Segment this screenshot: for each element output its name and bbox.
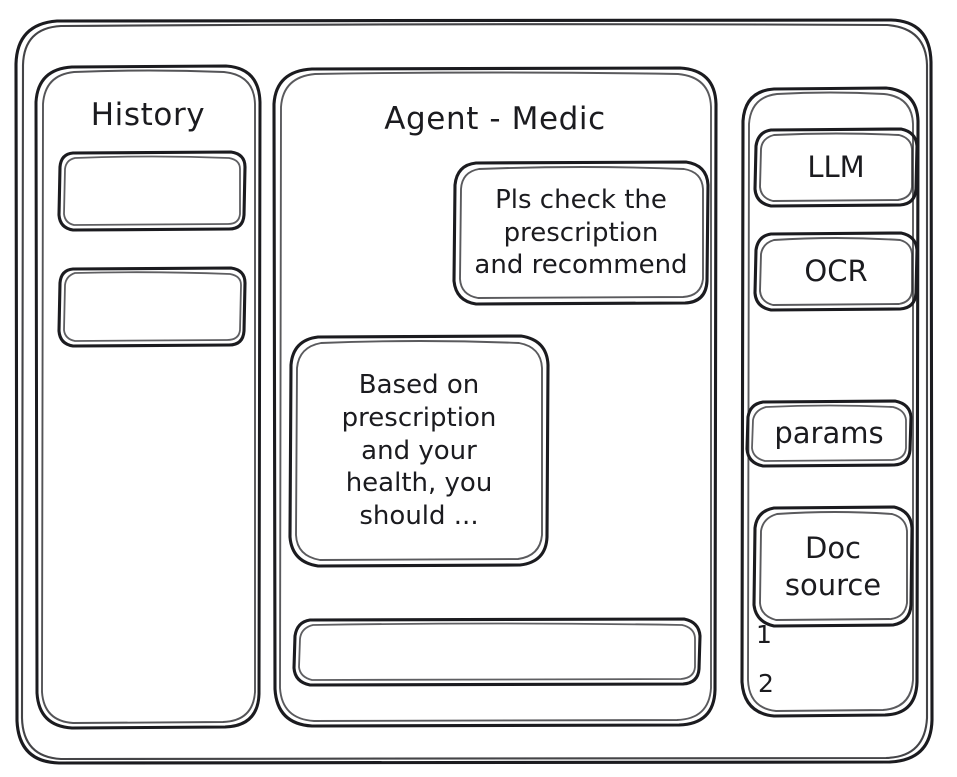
history-item-2-label [57, 266, 247, 348]
message-bubble-assistant: Based on prescription and your health, y… [288, 334, 550, 568]
doc-source-card[interactable]: Doc source [752, 505, 914, 628]
tool-button-ocr-label: OCR [804, 253, 868, 288]
message-bubble-user-text: Pls check the prescription and recommend [474, 184, 688, 281]
history-panel-title: History [90, 97, 206, 133]
tool-button-ocr[interactable]: OCR [753, 231, 919, 312]
tool-button-llm[interactable]: LLM [753, 127, 919, 208]
tool-button-params[interactable]: params [745, 399, 913, 468]
history-item-2[interactable] [57, 266, 247, 348]
tool-button-params-label: params [774, 415, 884, 450]
agent-panel-title: Agent - Medic [384, 101, 606, 137]
message-input-value [292, 617, 702, 687]
message-bubble-assistant-text: Based on prescription and your health, y… [341, 370, 497, 532]
message-bubble-user: Pls check the prescription and recommend [452, 160, 710, 306]
history-item-1-label [57, 150, 247, 232]
history-item-1[interactable] [57, 150, 247, 232]
message-input[interactable] [292, 617, 702, 687]
doc-source-list-item-1[interactable]: 1 [756, 620, 772, 649]
doc-source-list-item-2[interactable]: 2 [758, 669, 774, 698]
doc-source-card-label: Doc source [784, 530, 882, 602]
tool-button-llm-label: LLM [807, 149, 865, 184]
